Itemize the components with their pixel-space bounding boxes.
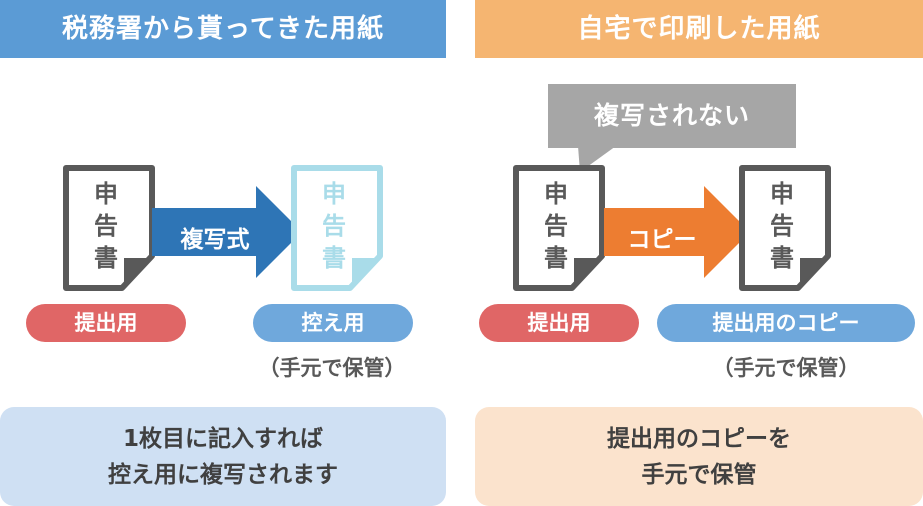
left-keep-note: （手元で保管） [258, 356, 406, 380]
right-copy-label: 提出用のコピー [657, 304, 915, 342]
not-copied-callout: 複写されない [548, 84, 796, 148]
right-copy-char-2: 告 [770, 212, 794, 240]
left-copy-char-1: 申 [322, 180, 346, 208]
left-copy-char-2: 告 [322, 212, 346, 240]
right-summary: 提出用のコピーを 手元で保管 [475, 407, 923, 506]
right-copy-char-1: 申 [770, 180, 794, 208]
left-doc-char-1: 申 [94, 180, 118, 208]
left-doc-char-3: 書 [94, 244, 118, 272]
left-doc-char-2: 告 [94, 212, 118, 240]
left-arrow-icon [152, 186, 302, 278]
left-copy-document-icon: 申 告 書 [291, 165, 383, 291]
left-summary-line-1: 1枚目に記入すれば [122, 425, 323, 452]
right-copy-document-icon: 申 告 書 [739, 165, 831, 291]
right-arrow-icon [604, 186, 750, 278]
left-original-document-icon: 申 告 書 [63, 165, 155, 291]
right-doc-char-1: 申 [544, 180, 568, 208]
right-doc-char-3: 書 [544, 244, 568, 272]
right-arrow-label: コピー [627, 227, 697, 253]
right-copy-note: （手元で保管） [712, 356, 860, 380]
left-submit-label: 提出用 [26, 304, 186, 342]
right-original-document-icon: 申 告 書 [513, 165, 605, 291]
left-summary: 1枚目に記入すれば 控え用に複写されます [0, 407, 446, 506]
right-doc-char-2: 告 [544, 212, 568, 240]
left-copy-char-3: 書 [322, 244, 346, 272]
left-keep-label: 控え用 [253, 304, 413, 342]
right-submit-label: 提出用 [479, 304, 639, 342]
right-header: 自宅で印刷した用紙 [475, 0, 923, 58]
left-header: 税務署から貰ってきた用紙 [0, 0, 446, 58]
right-copy-char-3: 書 [770, 244, 794, 272]
right-summary-line-2: 手元で保管 [641, 461, 757, 488]
left-arrow-label: 複写式 [180, 227, 250, 253]
left-summary-line-2: 控え用に複写されます [108, 461, 338, 488]
right-summary-line-1: 提出用のコピーを [607, 425, 791, 452]
